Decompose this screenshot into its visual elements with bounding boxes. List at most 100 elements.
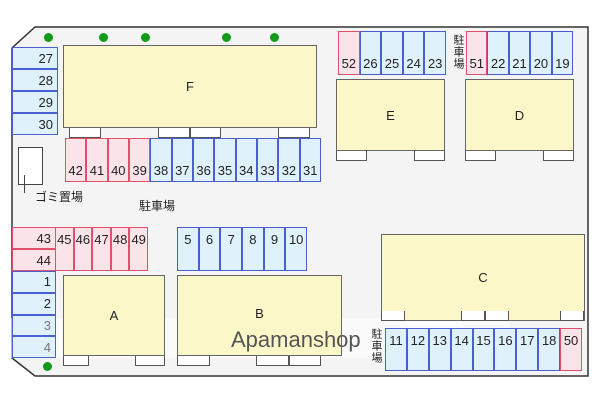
balcony bbox=[190, 128, 221, 138]
building-c[interactable]: C bbox=[381, 234, 585, 321]
parking-spot[interactable]: 52 bbox=[338, 31, 360, 75]
parking-spot[interactable]: 10 bbox=[285, 227, 308, 271]
parking-spot[interactable]: 20 bbox=[530, 31, 552, 75]
parking-spot[interactable]: 19 bbox=[551, 31, 574, 75]
balcony bbox=[414, 151, 445, 161]
parking-spot[interactable]: 47 bbox=[92, 227, 111, 271]
tree-icon bbox=[44, 33, 53, 42]
parking-spot[interactable]: 14 bbox=[450, 328, 473, 371]
parking-column-43-44: 43 44 bbox=[12, 227, 56, 271]
parking-spot[interactable]: 1 bbox=[12, 271, 56, 293]
garbage-label: ゴミ置場 bbox=[35, 190, 84, 204]
tree-icon bbox=[99, 33, 108, 42]
parking-spot[interactable]: 29 bbox=[12, 91, 58, 113]
parking-spot[interactable]: 25 bbox=[381, 31, 403, 75]
parking-spot[interactable]: 17 bbox=[516, 328, 539, 371]
parking-label: 駐車場 bbox=[139, 199, 176, 213]
tree-icon bbox=[43, 362, 52, 371]
parking-spot[interactable]: 39 bbox=[128, 138, 151, 182]
parking-spot[interactable]: 31 bbox=[299, 138, 321, 182]
tree-icon bbox=[270, 33, 279, 42]
parking-spot[interactable]: 34 bbox=[235, 138, 257, 182]
balcony bbox=[158, 128, 190, 138]
parking-spot[interactable]: 18 bbox=[538, 328, 561, 371]
balcony bbox=[256, 356, 289, 366]
leader-line bbox=[24, 175, 25, 193]
parking-spot[interactable]: 16 bbox=[494, 328, 517, 371]
parking-row-52-23: 52 26 25 24 23 bbox=[338, 31, 446, 75]
balcony bbox=[543, 151, 574, 161]
parking-spot[interactable]: 12 bbox=[406, 328, 429, 371]
building-b[interactable]: B bbox=[177, 275, 342, 356]
parking-spot[interactable]: 43 bbox=[12, 227, 56, 249]
parking-spot[interactable]: 2 bbox=[12, 292, 56, 315]
parking-spot[interactable]: 50 bbox=[560, 328, 583, 371]
parking-row-51-19: 51 22 21 20 19 bbox=[466, 31, 574, 75]
garbage-area bbox=[18, 147, 43, 185]
balcony bbox=[336, 151, 367, 161]
parking-label-vertical: 駐車場 bbox=[370, 328, 382, 364]
parking-spot[interactable]: 46 bbox=[73, 227, 93, 271]
parking-spot[interactable]: 49 bbox=[129, 227, 148, 271]
balcony bbox=[278, 128, 310, 138]
tree-icon bbox=[141, 33, 150, 42]
parking-spot[interactable]: 7 bbox=[220, 227, 243, 271]
building-label: D bbox=[514, 107, 525, 123]
parking-spot[interactable]: 45 bbox=[55, 227, 74, 271]
tree-icon bbox=[222, 33, 231, 42]
building-a[interactable]: A bbox=[63, 275, 165, 356]
balcony bbox=[177, 356, 210, 366]
parking-row-11-50: 11 12 13 14 15 16 17 18 50 bbox=[385, 328, 583, 371]
balcony bbox=[485, 311, 509, 321]
parking-spot[interactable]: 27 bbox=[12, 47, 58, 69]
parking-spot[interactable]: 28 bbox=[12, 69, 58, 91]
parking-column-1-4: 1 2 3 4 bbox=[12, 271, 56, 358]
parking-spot[interactable]: 36 bbox=[192, 138, 215, 182]
parking-spot[interactable]: 24 bbox=[402, 31, 425, 75]
parking-row-42-31: 42 41 40 39 38 37 36 35 34 33 32 31 bbox=[65, 138, 321, 182]
parking-label-vertical: 駐車場 bbox=[452, 34, 464, 70]
building-e[interactable]: E bbox=[336, 79, 445, 151]
parking-spot[interactable]: 5 bbox=[177, 227, 199, 271]
watermark-logo: Apamanshop bbox=[231, 327, 361, 352]
parking-spot[interactable]: 41 bbox=[86, 138, 108, 182]
building-f[interactable]: F bbox=[63, 45, 317, 128]
parking-spot[interactable]: 44 bbox=[12, 249, 56, 271]
balcony bbox=[289, 356, 321, 366]
parking-row-5-10: 5 6 7 8 9 10 bbox=[177, 227, 308, 271]
parking-spot[interactable]: 6 bbox=[198, 227, 221, 271]
building-label: A bbox=[109, 308, 119, 323]
parking-spot[interactable]: 42 bbox=[65, 138, 87, 182]
building-d[interactable]: D bbox=[465, 79, 574, 151]
balcony bbox=[560, 311, 584, 321]
parking-spot[interactable]: 15 bbox=[472, 328, 495, 371]
parking-spot[interactable]: 38 bbox=[150, 138, 172, 182]
parking-spot[interactable]: 13 bbox=[428, 328, 451, 371]
parking-spot[interactable]: 11 bbox=[385, 328, 407, 371]
parking-spot[interactable]: 37 bbox=[171, 138, 193, 182]
parking-spot[interactable]: 48 bbox=[110, 227, 130, 271]
building-label: B bbox=[255, 306, 264, 321]
parking-spot[interactable]: 3 bbox=[12, 314, 56, 337]
balcony bbox=[465, 151, 496, 161]
parking-spot[interactable]: 33 bbox=[256, 138, 279, 182]
building-label: C bbox=[478, 270, 488, 285]
parking-spot[interactable]: 21 bbox=[508, 31, 531, 75]
parking-spot[interactable]: 4 bbox=[12, 336, 56, 358]
building-label: E bbox=[386, 107, 395, 123]
parking-spot[interactable]: 8 bbox=[242, 227, 264, 271]
parking-spot[interactable]: 22 bbox=[487, 31, 509, 75]
parking-spot[interactable]: 35 bbox=[214, 138, 236, 182]
parking-spot[interactable]: 51 bbox=[466, 31, 488, 75]
parking-spot[interactable]: 9 bbox=[263, 227, 286, 271]
parking-spot[interactable]: 40 bbox=[107, 138, 129, 182]
balcony bbox=[63, 356, 89, 366]
parking-spot[interactable]: 30 bbox=[12, 113, 58, 135]
parking-column-27-30: 27 28 29 30 bbox=[12, 47, 58, 135]
building-label: F bbox=[186, 79, 194, 94]
parking-spot[interactable]: 26 bbox=[359, 31, 382, 75]
balcony bbox=[381, 311, 405, 321]
balcony bbox=[135, 356, 165, 366]
parking-spot[interactable]: 23 bbox=[424, 31, 446, 75]
parking-spot[interactable]: 32 bbox=[278, 138, 300, 182]
